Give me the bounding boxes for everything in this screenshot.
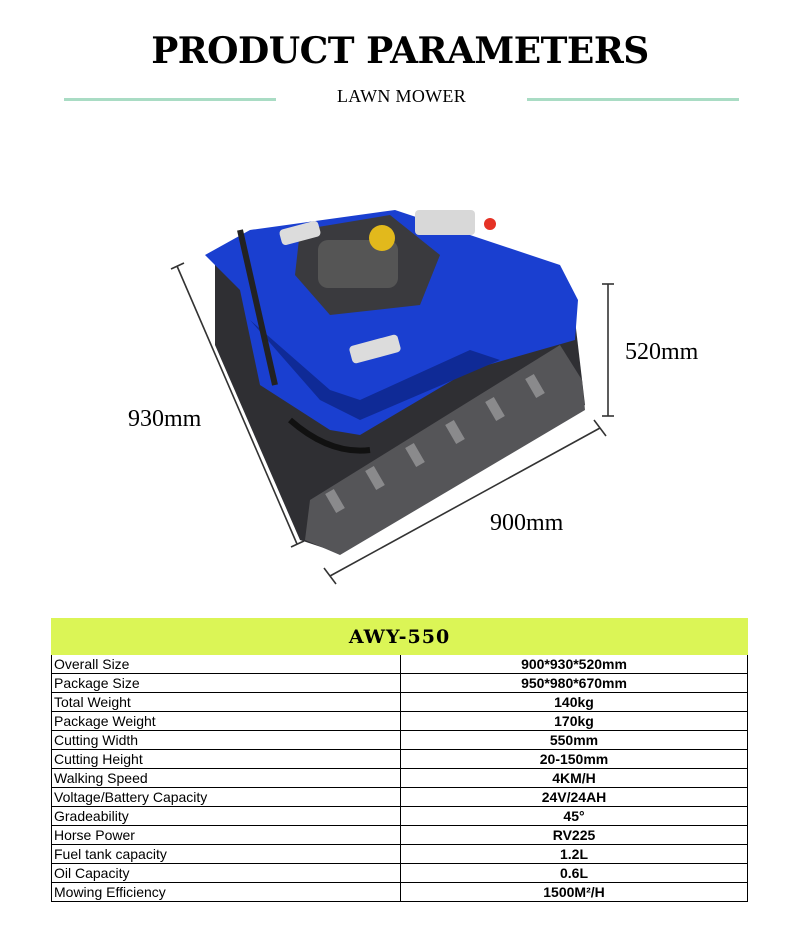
table-row: Walking Speed 4KM/H: [51, 768, 748, 788]
track-front: [305, 345, 585, 555]
spec-value: RV225: [400, 825, 748, 845]
spec-key: Total Weight: [51, 692, 401, 712]
spec-value: 45°: [400, 806, 748, 826]
stop-button: [484, 218, 496, 230]
spec-key: Fuel tank capacity: [51, 844, 401, 864]
engine-badge: [369, 225, 395, 251]
height-label: 520mm: [625, 339, 699, 365]
table-row: Total Weight 140kg: [51, 692, 748, 712]
spec-key: Package Size: [51, 673, 401, 693]
table-row: Package Size 950*980*670mm: [51, 673, 748, 693]
control-box: [415, 210, 475, 235]
spec-key: Overall Size: [51, 654, 401, 674]
spec-key: Cutting Width: [51, 730, 401, 750]
spec-value: 24V/24AH: [400, 787, 748, 807]
spec-value: 1.2L: [400, 844, 748, 864]
spec-key: Horse Power: [51, 825, 401, 845]
table-row: Overall Size 900*930*520mm: [51, 654, 748, 674]
table-row: Fuel tank capacity 1.2L: [51, 844, 748, 864]
subtitle-row: LAWN MOWER: [0, 84, 800, 114]
spec-value: 20-150mm: [400, 749, 748, 769]
model-name: AWY-550: [51, 618, 748, 655]
divider-left: [64, 98, 276, 101]
spec-value: 4KM/H: [400, 768, 748, 788]
table-row: Cutting Width 550mm: [51, 730, 748, 750]
width-dim-line: [329, 427, 601, 577]
spec-key: Voltage/Battery Capacity: [51, 787, 401, 807]
product-figure: 930mm 900mm 520mm: [0, 170, 800, 600]
spec-value: 140kg: [400, 692, 748, 712]
model-header-row: AWY-550: [51, 618, 748, 655]
spec-value: 170kg: [400, 711, 748, 731]
spec-key: Oil Capacity: [51, 863, 401, 883]
table-row: Voltage/Battery Capacity 24V/24AH: [51, 787, 748, 807]
spec-value: 950*980*670mm: [400, 673, 748, 693]
motor-cylinder: [349, 334, 401, 364]
spec-key: Gradeability: [51, 806, 401, 826]
spec-value: 0.6L: [400, 863, 748, 883]
dimension-lines: [170, 262, 614, 585]
track-treads: [325, 373, 545, 514]
divider-right: [527, 98, 739, 101]
page-subtitle: LAWN MOWER: [336, 86, 467, 106]
spec-key: Mowing Efficiency: [51, 882, 401, 902]
spec-value: 550mm: [400, 730, 748, 750]
table-row: Mowing Efficiency 1500M²/H: [51, 882, 748, 902]
table-row: Cutting Height 20-150mm: [51, 749, 748, 769]
length-label: 930mm: [128, 406, 202, 432]
table-row: Gradeability 45°: [51, 806, 748, 826]
width-label: 900mm: [490, 510, 564, 536]
table-row: Horse Power RV225: [51, 825, 748, 845]
spec-table: AWY-550 Overall Size 900*930*520mm Packa…: [51, 618, 748, 902]
table-row: Package Weight 170kg: [51, 711, 748, 731]
table-row: Oil Capacity 0.6L: [51, 863, 748, 883]
spec-key: Cutting Height: [51, 749, 401, 769]
page-title: PRODUCT PARAMETERS: [151, 30, 649, 72]
mower-illustration: [170, 210, 614, 585]
spec-key: Walking Speed: [51, 768, 401, 788]
spec-value: 1500M²/H: [400, 882, 748, 902]
spec-key: Package Weight: [51, 711, 401, 731]
length-dim-line: [176, 265, 298, 545]
spec-value: 900*930*520mm: [400, 654, 748, 674]
